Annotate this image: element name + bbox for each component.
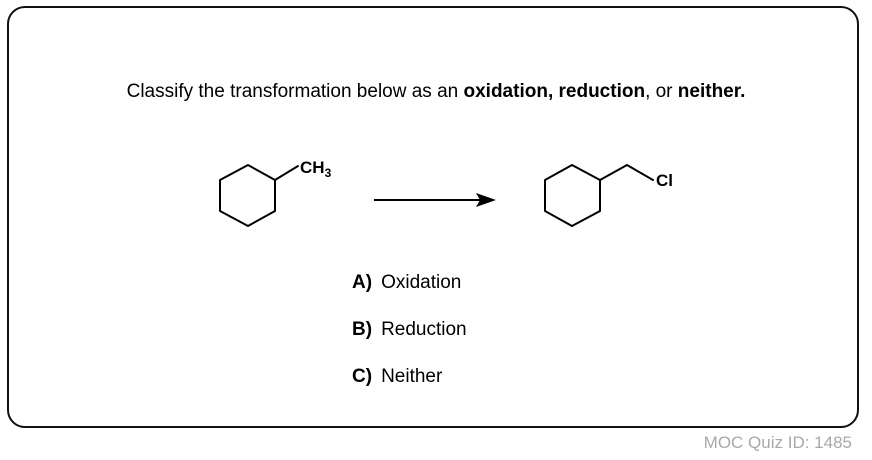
reactant-methylcyclohexane: CH3: [219, 158, 332, 227]
question-neither-bold: neither.: [677, 81, 746, 102]
reaction-scheme: CH3 Cl: [219, 158, 673, 227]
answer-option-a[interactable]: A) Oxidation: [352, 271, 467, 295]
answer-letter: A): [352, 272, 373, 293]
reactant-methyl-label: CH3: [300, 158, 332, 180]
question-options-bold: oxidation, reduction: [463, 81, 646, 102]
quiz-card: [7, 6, 859, 428]
answer-option-c[interactable]: C) Neither: [352, 365, 467, 389]
answer-choices: A) Oxidation B) Reduction C) Neither: [352, 271, 467, 412]
reactant-cyclohexane-ring: [219, 164, 276, 227]
answer-text: Reduction: [381, 319, 467, 340]
product-chloromethyl-bonds: [599, 164, 654, 181]
answer-text: Oxidation: [381, 272, 462, 293]
question-middle: , or: [645, 81, 678, 102]
product-chloromethylcyclohexane: Cl: [544, 164, 673, 227]
reactant-methyl-bond: [274, 165, 299, 181]
answer-option-b[interactable]: B) Reduction: [352, 318, 467, 342]
answer-letter: C): [352, 366, 373, 387]
reactant-methyl-subscript: 3: [325, 166, 332, 180]
question-prefix: Classify the transformation below as an: [126, 81, 464, 102]
answer-text: Neither: [381, 366, 443, 387]
product-chlorine-label: Cl: [656, 171, 673, 190]
product-cyclohexane-ring: [544, 164, 601, 227]
reaction-arrow-head: [476, 193, 496, 207]
reaction-arrow: [374, 193, 496, 207]
answer-letter: B): [352, 319, 373, 340]
question-text: Classify the transformation below as an …: [0, 80, 872, 104]
quiz-id: MOC Quiz ID: 1485: [703, 433, 852, 452]
